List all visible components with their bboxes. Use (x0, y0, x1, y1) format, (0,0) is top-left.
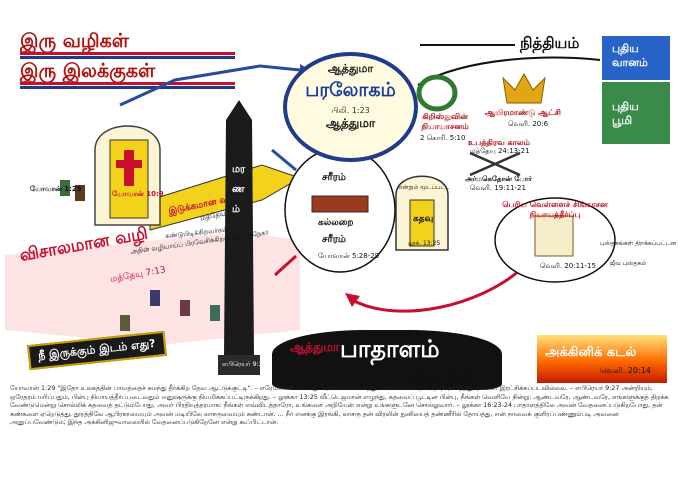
door-panel (409, 199, 435, 247)
body-up-arrow (271, 148, 297, 172)
armageddon-ref: வெளி. 19:11-21 (470, 184, 526, 192)
door-word: கதவு (413, 214, 434, 224)
door-ref: லூக். 13:25 (408, 240, 441, 247)
eternity-label: நித்தியம் (520, 34, 580, 52)
body-ref: யோவான் 5:28-29 (318, 252, 380, 260)
new-heaven-word-1: புதிய (612, 42, 639, 55)
eternity-line (420, 44, 515, 46)
christ-judgment-ref: 2 கொரி. 5:10 (420, 134, 466, 142)
new-earth-bg (602, 82, 670, 144)
fire-lake-ref: வெளி. 20:14 (600, 366, 651, 375)
new-earth-word-2: பூமி (612, 114, 633, 127)
pilgrim-1 (60, 180, 70, 196)
hell-soul: ஆத்துமா (290, 340, 340, 354)
hell-shape (272, 330, 502, 390)
title-stripe-red (20, 52, 235, 55)
new-heaven-word-2: வானம் (612, 56, 648, 69)
tribulation-ref: மத்தேயு 24:13-21 (470, 147, 530, 155)
throne-seat (534, 215, 574, 257)
heaven-soul-top: ஆத்துமா (327, 62, 374, 75)
gate-door (109, 139, 149, 219)
hell-word: பாதாளம் (340, 335, 440, 363)
death-obelisk (218, 100, 260, 375)
crowd-1 (150, 290, 160, 306)
heaven-word: பரலோகம் (305, 79, 396, 101)
body-down-arrow (273, 254, 298, 277)
gate-cross-h (116, 160, 142, 168)
heaven-circle: ஆத்துமா பரலோகம் பிலி. 1:23 ஆத்துமா (283, 52, 418, 162)
crowd-3 (210, 305, 220, 321)
heaven-ref: பிலி. 1:23 (331, 106, 370, 115)
new-earth-word-1: புதிய (612, 100, 639, 113)
narrow-gate-ref: யோவான் 10:9 (112, 190, 164, 198)
throne-label: பெரிய வெள்ளைச் சிங்காசன நியாயத்தீர்ப்பு (502, 200, 608, 219)
new-heaven-bg (602, 36, 670, 80)
title-stripe-blue (20, 56, 235, 59)
tribulation-label: உபத்திரவ காலம் (468, 138, 530, 147)
door-top-label: என்றும் மூடப்பட்ட (398, 184, 451, 191)
john-ref: யோவான் 1:29 (30, 185, 82, 193)
fire-lake-label: அக்கினிக் கடல் (545, 345, 637, 360)
coffin (311, 195, 369, 213)
sword-2 (469, 151, 521, 177)
title-stripe-red-2 (20, 82, 235, 85)
hell-ref: லூக்கா 16:23 (408, 372, 474, 383)
title-line-2: இரு இலக்குகள் (20, 60, 156, 82)
crowd-4 (120, 315, 130, 331)
death-ref: எபிரெயர் 9:27 (222, 360, 268, 368)
fire-lake-shape (537, 335, 667, 383)
heaven-arrow (119, 64, 301, 107)
laurel-wreath (416, 74, 458, 112)
millennial-reign-ref: வெளி. 20:6 (508, 120, 549, 128)
hell-arrowhead (345, 293, 360, 307)
footnote-text: யோவான் 1:29 "இதோ உலகத்தின் பாவத்தைச் சும… (10, 384, 669, 427)
heaven-soul-bottom: ஆத்துமா (325, 116, 376, 130)
millennial-reign-label: ஆயிரமாண்டு ஆட்சி (485, 108, 561, 117)
death-word: மரணம் (232, 164, 246, 215)
crown (502, 72, 546, 104)
hell-arrow (351, 268, 521, 313)
christ-judgment-label: கிறிஸ்துவின் நியாயாசனம் (421, 112, 469, 131)
armageddon-label: அர்மகெதோன் போர் (465, 175, 532, 183)
body-bottom-label: சரீரம் (322, 234, 346, 245)
throne-ref: வெளி. 20:11-15 (540, 262, 596, 270)
body-top-label: சரீரம் (322, 172, 346, 183)
title-stripe-blue-2 (20, 86, 235, 89)
pilgrim-2 (75, 185, 85, 201)
grave-label: கல்லறை (318, 218, 354, 228)
title-line-1: இரு வழிகள் (20, 30, 129, 52)
crowd-2 (180, 300, 190, 316)
new-heaven-label: புதிய வானம் (612, 42, 648, 70)
books-opened-label: புஸ்தகங்கள் திறக்கப்பட்டன (600, 240, 677, 247)
book-of-life-label: ஜீவ புஸ்தகம் (610, 260, 647, 267)
new-earth-label: புதிய பூமி (612, 100, 639, 128)
